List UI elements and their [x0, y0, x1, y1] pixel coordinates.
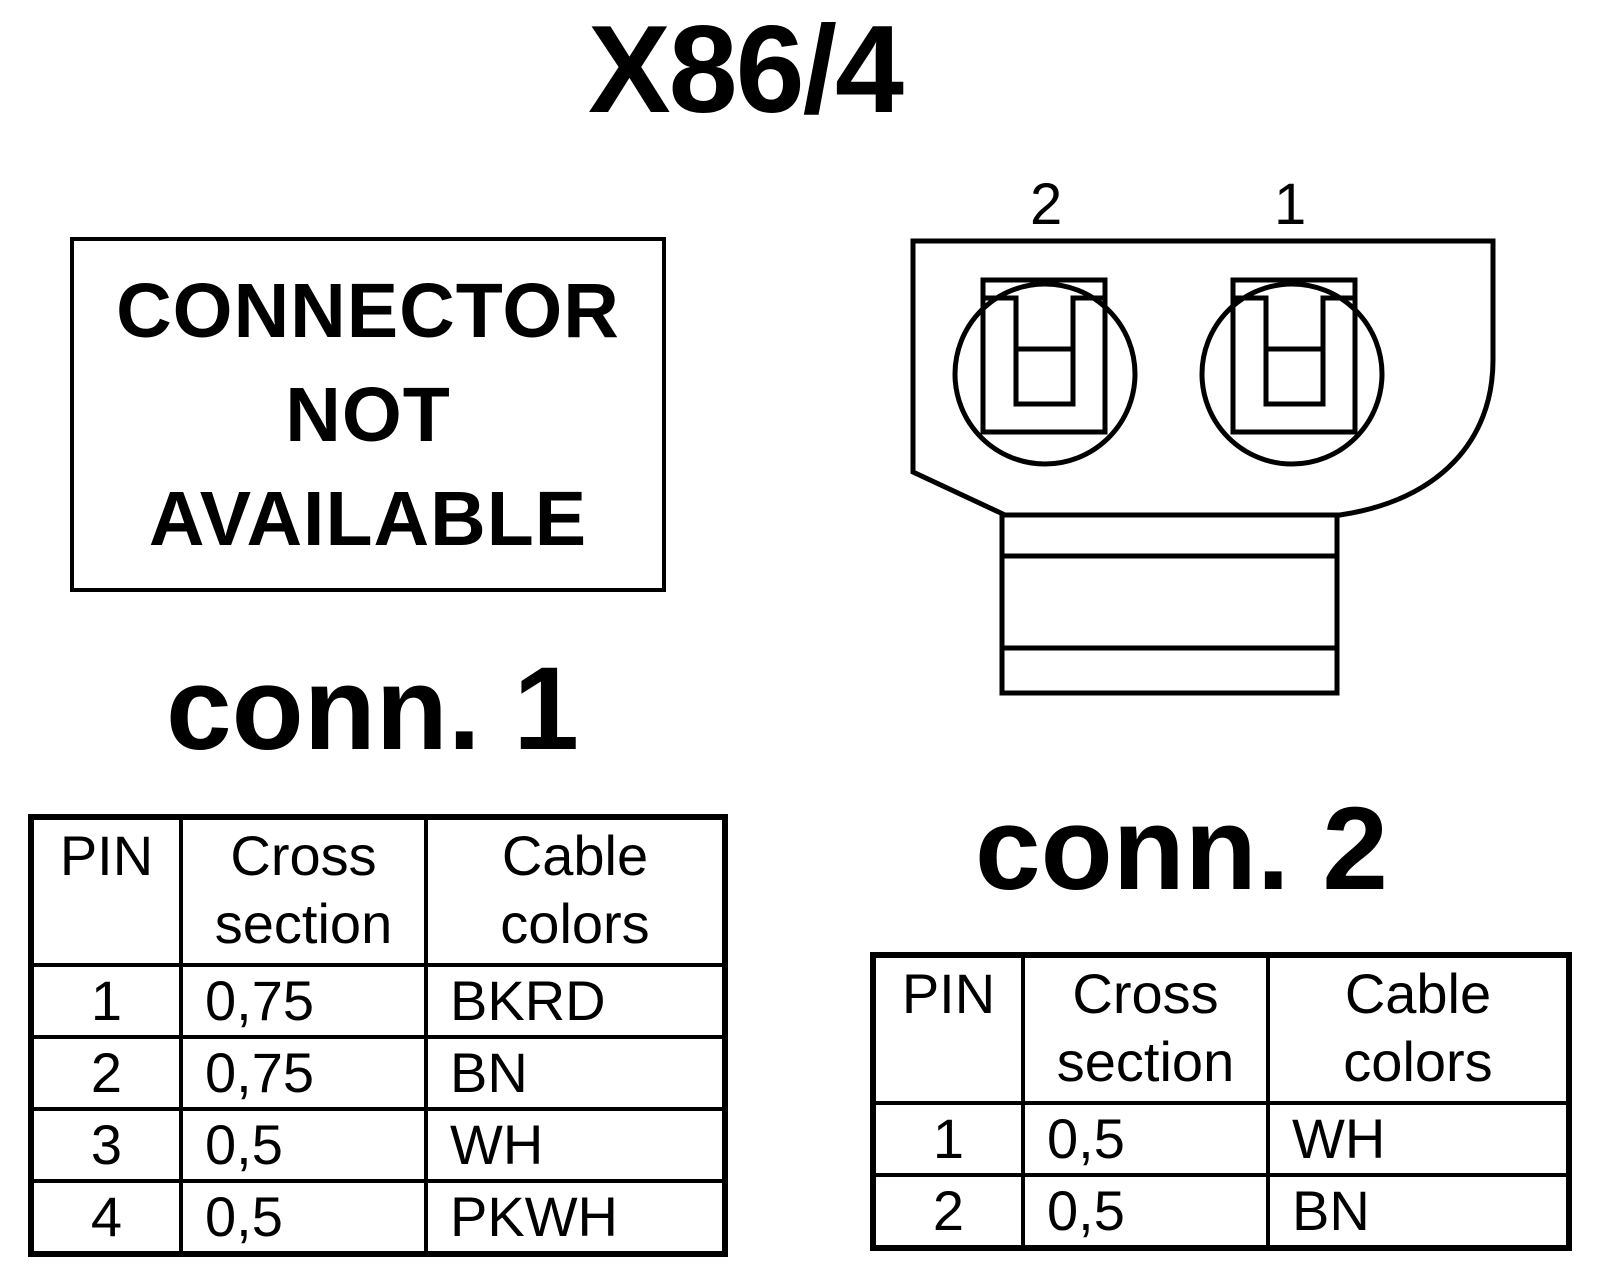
cable-color-cell: WH — [424, 1107, 727, 1183]
conn1-label: conn. 1 — [166, 643, 580, 775]
cross-section-cell: 0,75 — [179, 963, 428, 1039]
cable-color-cell: PKWH — [424, 1179, 727, 1256]
pin-cell: 4 — [29, 1179, 183, 1256]
header-pin: PIN — [871, 953, 1025, 1105]
header-pin: PIN — [29, 815, 183, 967]
cable-color-cell: WH — [1266, 1101, 1571, 1177]
pin-cell: 1 — [29, 963, 183, 1039]
cross-section-cell: 0,5 — [1021, 1173, 1270, 1250]
pin-cell: 2 — [871, 1173, 1025, 1250]
not-available-line: AVAILABLE — [148, 475, 588, 562]
cable-color-cell: BKRD — [424, 963, 727, 1039]
not-available-line: CONNECTOR — [116, 267, 620, 354]
cross-section-cell: 0,5 — [179, 1179, 428, 1256]
cable-color-cell: BN — [1266, 1173, 1571, 1250]
pin-1-label: 1 — [1274, 172, 1307, 237]
pin-cell: 3 — [29, 1107, 183, 1183]
cross-section-cell: 0,75 — [179, 1035, 428, 1111]
pin-2-label: 2 — [1030, 172, 1063, 237]
pin-socket-2 — [952, 277, 1138, 467]
diagram-title: X86/4 — [587, 1, 904, 139]
conn2-label: conn. 2 — [975, 783, 1389, 915]
cable-boot — [999, 512, 1340, 696]
pin-socket-1 — [1199, 277, 1385, 467]
pin-cell: 1 — [871, 1101, 1025, 1177]
cross-section-cell: 0,5 — [1021, 1101, 1270, 1177]
not-available-line: NOT — [285, 371, 451, 458]
cable-color-cell: BN — [424, 1035, 727, 1111]
cross-section-cell: 0,5 — [179, 1107, 428, 1183]
housing-outline — [910, 238, 1496, 518]
connector-not-available-box: CONNECTOR NOT AVAILABLE — [70, 237, 666, 592]
pin-cell: 2 — [29, 1035, 183, 1111]
